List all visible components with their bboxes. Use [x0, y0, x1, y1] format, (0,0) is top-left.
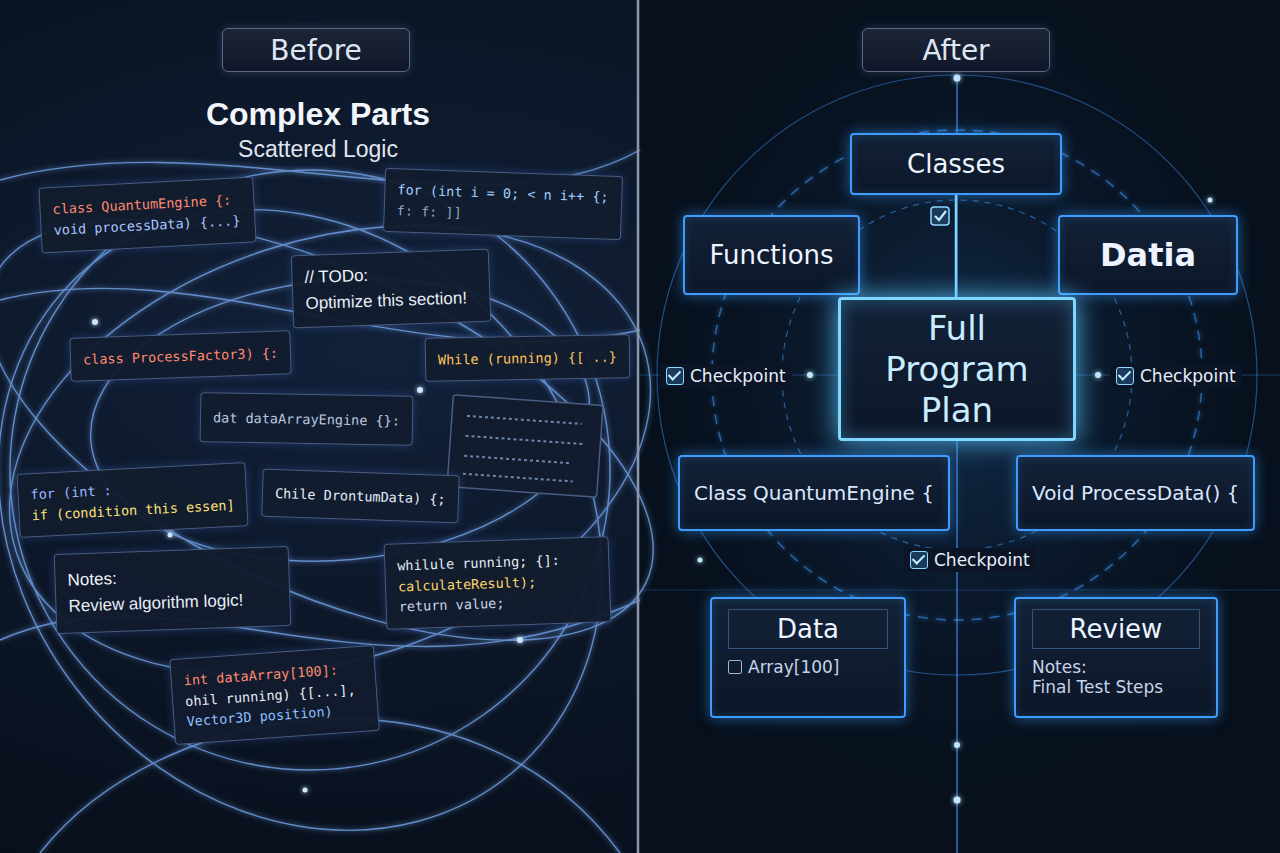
node-title: Void ProcessData() { — [1032, 481, 1239, 505]
connector — [955, 195, 958, 297]
checkpoint-label: Checkpoint — [1110, 364, 1242, 388]
code-card: for (int :if (condition this essen] — [16, 462, 248, 538]
code-card: While (running) {[ ..} — [425, 334, 631, 382]
node-title: // TODo: — [304, 259, 477, 291]
node-title: Full Program Plan — [855, 308, 1059, 430]
checkpoint-label: Checkpoint — [660, 364, 792, 388]
node-title: whilule running; {]: — [397, 548, 597, 576]
check-icon — [931, 207, 949, 225]
review-panel: ReviewNotes:Final Test Steps — [1014, 597, 1218, 718]
data-panel: DataArray[100] — [710, 597, 906, 718]
node-text: Review algorithm logic! — [68, 586, 278, 620]
orbit-rings — [640, 75, 1280, 853]
plan-box: Full Program Plan — [838, 297, 1076, 441]
node-text: Optimize this section! — [305, 285, 478, 317]
code-card: int dataArray[100]:ohil running) {[...],… — [169, 645, 379, 745]
label-text: Complex Parts — [206, 96, 430, 132]
checkpoint-label: Checkpoint — [904, 548, 1036, 572]
divider — [637, 0, 640, 853]
node-title: Datia — [1100, 236, 1196, 274]
swirl-lines — [0, 87, 727, 853]
node-text: Array[100] — [728, 657, 888, 677]
concept-box: Datia — [1058, 215, 1238, 295]
concept-box: Classes — [850, 133, 1062, 195]
node-title: dat dataArrayEngine {}: — [213, 407, 400, 431]
code-card: dat dataArrayEngine {}: — [200, 392, 414, 446]
node-title: Classes — [907, 149, 1005, 179]
label-text: Checkpoint — [934, 550, 1030, 570]
node-title: Before — [270, 34, 362, 67]
node-text: calculateResult); — [398, 569, 598, 597]
check-icon — [666, 367, 684, 385]
code-card: for (int i = 0; < n i++ {;f: f: ]] — [383, 168, 623, 240]
node-title: Functions — [709, 240, 833, 270]
code-card: class ProcessFactor3) {: — [69, 330, 291, 382]
check-icon — [1116, 367, 1134, 385]
header-tab: After — [862, 28, 1050, 72]
node-text: Notes: — [1032, 657, 1200, 677]
header-tab: Before — [222, 28, 410, 72]
label-text: Checkpoint — [1140, 366, 1236, 386]
node-text: Final Test Steps — [1032, 677, 1200, 697]
label-text: Checkpoint — [690, 366, 786, 386]
code-box: Class QuantumEngine { — [678, 455, 950, 531]
concept-box: Functions — [683, 215, 860, 295]
check-icon — [910, 551, 928, 569]
node-title: Chile DrontumData) {; — [275, 483, 446, 510]
code-box: Void ProcessData() { — [1016, 455, 1255, 531]
code-card: whilule running; {]:calculateResult);ret… — [384, 536, 612, 630]
note-card: // TODo:Optimize this section! — [291, 249, 491, 329]
code-card: class QuantumEngine {:void processData) … — [38, 176, 256, 253]
node-title: Class QuantumEngine { — [694, 481, 934, 505]
node-title: class ProcessFactor3) {: — [83, 342, 279, 370]
checkbox-icon — [728, 660, 742, 674]
note-card: Notes:Review algorithm logic! — [54, 546, 292, 634]
label-text: Scattered Logic — [238, 136, 398, 162]
decor-card — [447, 395, 603, 497]
code-card: Chile DrontumData) {; — [261, 469, 459, 524]
node-title: Review — [1032, 609, 1200, 649]
section-subheading: Scattered Logic — [238, 136, 398, 163]
node-title: Notes: — [67, 560, 277, 594]
node-text: return value; — [398, 590, 598, 618]
section-heading: Complex Parts — [206, 96, 430, 133]
node-title: Data — [728, 609, 888, 649]
node-title: While (running) {[ ..} — [438, 346, 617, 370]
node-title: After — [922, 34, 989, 67]
